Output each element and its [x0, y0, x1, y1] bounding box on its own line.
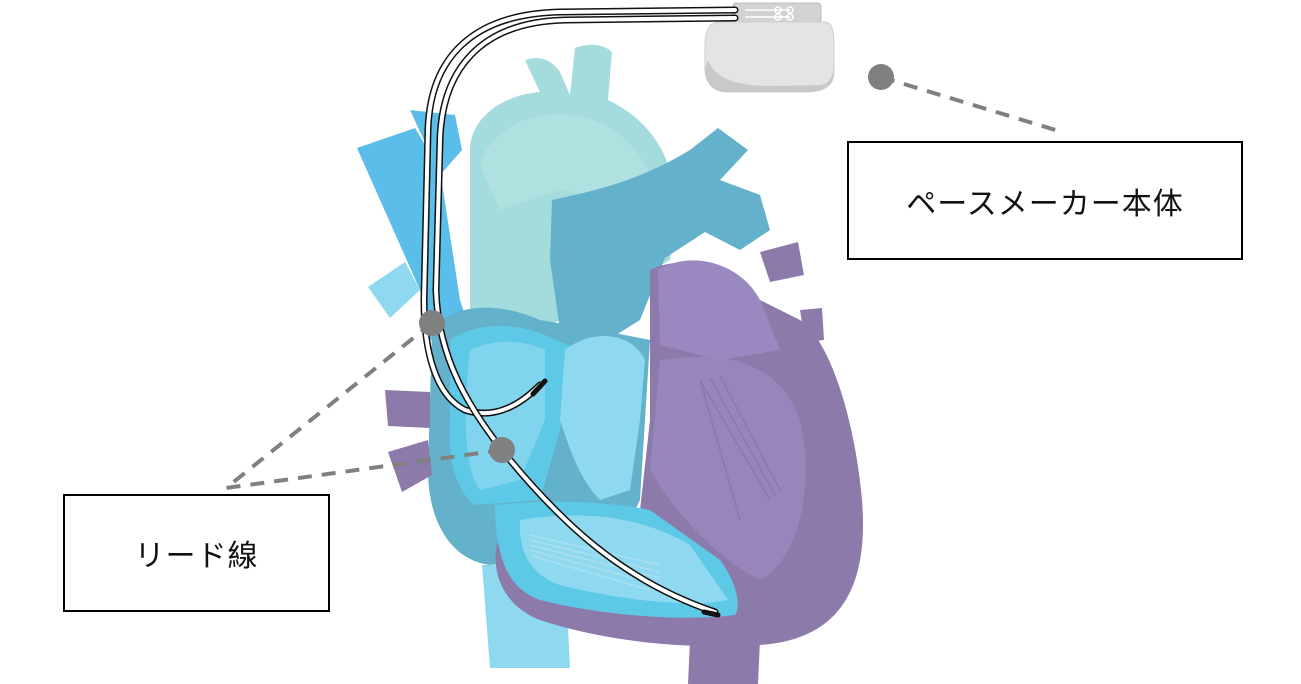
lead-wire-text: リード線	[134, 539, 259, 574]
callout-dot	[868, 64, 894, 90]
aorta-highlight	[480, 114, 652, 210]
right-atrium-inner	[465, 341, 545, 490]
callout-dot	[419, 310, 445, 336]
pacemaker-device-icon	[704, 2, 835, 93]
vena-cava-left	[410, 110, 462, 175]
left-ventricle-inner	[650, 356, 806, 580]
callout-lines	[224, 75, 1063, 490]
right-ventricle-inner	[519, 515, 728, 604]
vena-cava-branch	[368, 262, 420, 318]
left-atrium	[658, 260, 780, 360]
pacemaker-body-text: ペースメーカー本体	[906, 186, 1184, 222]
left-chordae	[699, 375, 781, 521]
pacemaker-body-label: ペースメーカー本体	[847, 141, 1243, 260]
lead-wire-label: リード線	[63, 494, 330, 612]
descending-aorta	[688, 640, 760, 684]
pulmonary-vein-upper	[760, 242, 804, 282]
superior-vena-cava	[357, 128, 470, 340]
pulmonary-vein-left-lower	[388, 440, 432, 492]
pulmonary-artery	[550, 128, 770, 345]
pulmonary-vein-right	[800, 308, 824, 342]
tricuspid-valve	[560, 336, 645, 500]
pulmonary-vein-left-upper	[385, 390, 430, 428]
callout-dot	[489, 437, 515, 463]
